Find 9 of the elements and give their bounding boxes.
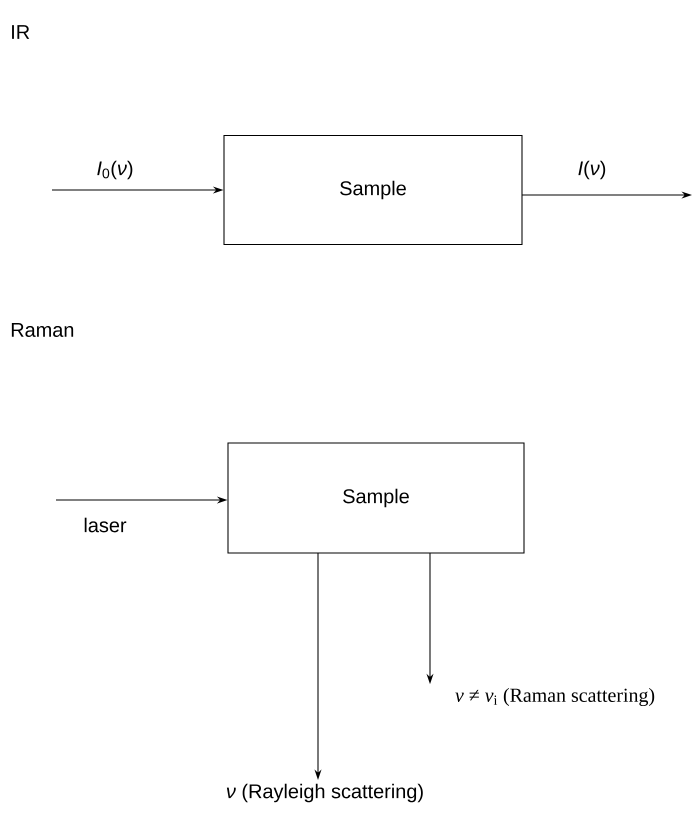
process-box: Sample <box>227 442 525 554</box>
section-heading: IR <box>12 25 30 39</box>
edge-label: I$_{0}$(ν) <box>97 160 132 180</box>
process-box: Sample <box>223 134 523 246</box>
edge-label: I(ν) <box>578 160 606 180</box>
edge-label: laser <box>84 518 126 532</box>
output-label: ν (Rayleigh scattering) <box>226 784 423 802</box>
section-heading: Raman <box>12 323 74 337</box>
output-label: ν ≠ ν$_{i}$ (Raman scattering) <box>455 688 654 706</box>
